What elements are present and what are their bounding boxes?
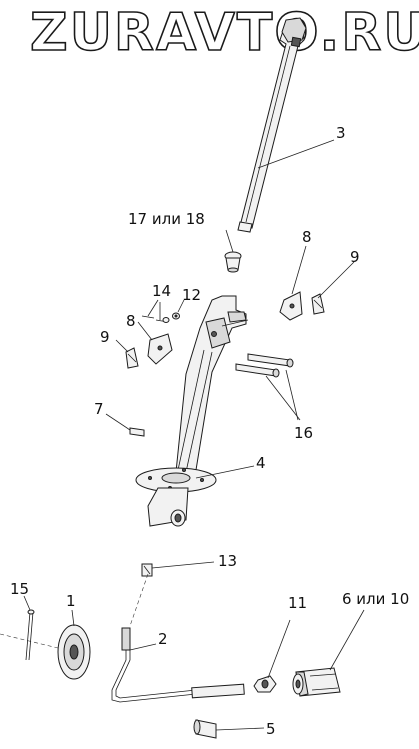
callout-14: 14	[152, 282, 171, 300]
callout-12: 12	[182, 286, 201, 304]
callout-13: 13	[218, 552, 237, 570]
callout-7: 7	[94, 400, 104, 418]
part-9-left-clip	[125, 347, 139, 369]
part-17-18-bushing	[224, 251, 242, 273]
callout-11: 11	[288, 594, 307, 612]
callout-6-10: 6 или 10	[342, 590, 409, 608]
callout-8-left: 8	[126, 312, 136, 330]
part-8-left-lever	[147, 333, 173, 365]
part-1-pulley	[0, 624, 91, 680]
callouts: 3 17 или 18 8 9 14 12 8 9 7 16 4 13 15 1…	[10, 124, 409, 738]
part-5-cap	[193, 719, 217, 739]
callout-4: 4	[256, 454, 266, 472]
callout-9-right: 9	[350, 248, 360, 266]
part-7-pin	[129, 427, 145, 437]
callout-8-right: 8	[302, 228, 312, 246]
part-15-bolt	[25, 609, 35, 661]
callout-5: 5	[266, 720, 276, 738]
part-2-rod	[111, 573, 245, 703]
callout-16: 16	[294, 424, 313, 442]
part-8-right-lever	[279, 291, 303, 321]
part-11-nut	[253, 675, 277, 693]
part-6-10-coupling	[292, 667, 341, 697]
callout-9-left: 9	[100, 328, 110, 346]
part-4-column	[135, 295, 247, 527]
watermark-text: ZURAVTO.RU	[30, 3, 419, 63]
part-16-pins	[235, 353, 294, 378]
callout-15: 15	[10, 580, 29, 598]
callout-3: 3	[336, 124, 346, 142]
part-9-right-clip	[311, 293, 325, 315]
part-12-washer	[172, 312, 180, 320]
callout-2: 2	[158, 630, 168, 648]
part-3-upper-shaft	[237, 17, 307, 233]
part-14-pins	[141, 315, 170, 323]
part-13-clamp	[141, 563, 153, 577]
callout-1: 1	[66, 592, 76, 610]
leader-lines	[23, 139, 365, 731]
callout-17-18: 17 или 18	[128, 210, 205, 228]
